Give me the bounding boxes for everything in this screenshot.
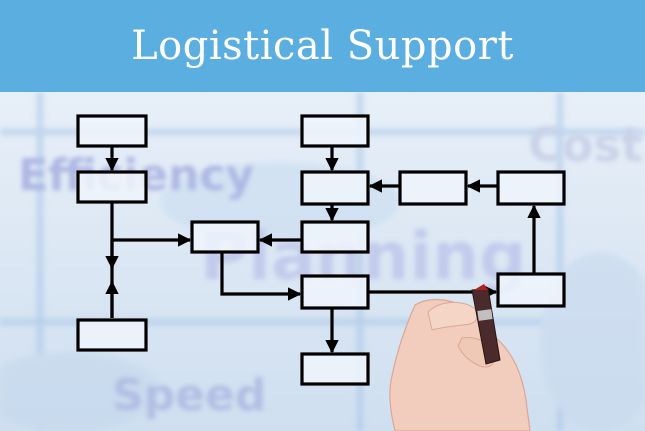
flow-box-a1 <box>76 114 148 148</box>
background-word-cost: Cost <box>528 118 643 172</box>
flow-box-c1 <box>300 114 370 148</box>
flow-box-a2 <box>76 170 148 204</box>
flow-box-c4 <box>300 274 370 310</box>
hand-with-marker <box>389 284 531 431</box>
title-banner: Logistical Support <box>0 0 645 92</box>
flow-box-e1 <box>496 170 566 206</box>
flow-box-c2 <box>300 170 370 206</box>
flow-box-b1 <box>190 220 260 254</box>
flow-box-a3 <box>76 318 148 352</box>
marker-band-icon <box>477 309 493 321</box>
connector-b1-c4 <box>220 252 302 301</box>
background-word-speed: Speed <box>112 370 267 421</box>
marker-tip-icon <box>474 284 488 290</box>
flow-box-c3 <box>300 220 370 254</box>
banner-title: Logistical Support <box>131 23 514 69</box>
flow-box-d1 <box>398 170 468 206</box>
flow-box-e2 <box>496 272 566 308</box>
flow-box-c5 <box>300 352 370 386</box>
